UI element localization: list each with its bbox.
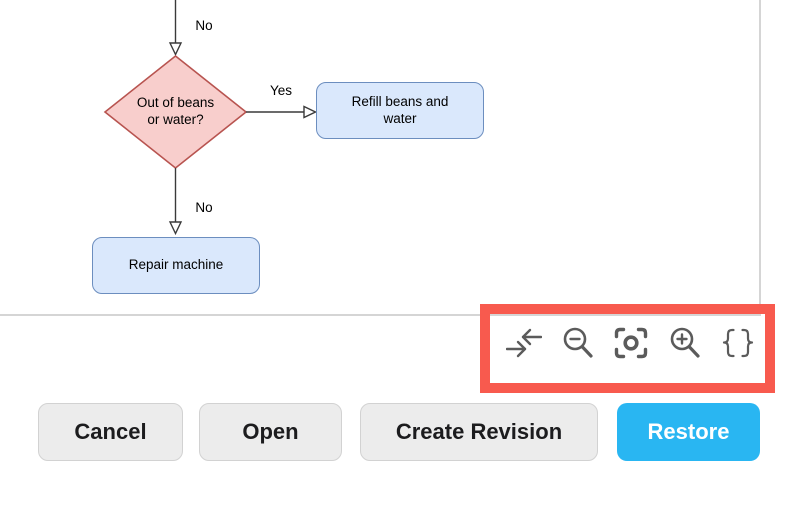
decision-label-line2: or water? [147, 111, 204, 127]
repair-node-label: Repair machine [128, 257, 224, 273]
create-revision-button[interactable]: Create Revision [360, 403, 598, 461]
open-button[interactable]: Open [199, 403, 342, 461]
reset-view-button[interactable] [506, 325, 542, 361]
arrowhead-down-bottom [168, 221, 183, 236]
edge-label-no-bottom: No [195, 200, 213, 215]
diagram-preview-canvas[interactable]: No Out of beans or water? Yes Refill bea… [0, 0, 761, 316]
zoom-out-icon [563, 327, 593, 358]
arrowhead-down-top [168, 42, 183, 57]
fit-page-button[interactable] [613, 325, 649, 361]
zoom-toolbar [506, 325, 756, 361]
zoom-in-icon [670, 327, 700, 358]
refill-node-line2: water [383, 110, 417, 126]
restore-button[interactable]: Restore [617, 403, 760, 461]
fit-page-icon [614, 327, 648, 359]
zoom-in-button[interactable] [667, 325, 703, 361]
edit-xml-button[interactable] [720, 325, 756, 361]
cancel-button[interactable]: Cancel [38, 403, 183, 461]
repair-node: Repair machine [92, 237, 260, 294]
decision-label-line1: Out of beans [136, 95, 215, 110]
arrowhead-right [303, 105, 318, 119]
decision-node-label: Out of beans or water? [105, 95, 246, 128]
code-braces-icon [722, 328, 754, 358]
zoom-out-button[interactable] [560, 325, 596, 361]
edge-label-yes: Yes [269, 83, 293, 98]
refill-node-line1: Refill beans and [351, 94, 449, 109]
refill-node: Refill beans and water [316, 82, 484, 139]
flowchart-graphic [103, 0, 318, 236]
edge-label-no-top: No [195, 18, 213, 33]
collapse-arrows-icon [506, 328, 542, 358]
